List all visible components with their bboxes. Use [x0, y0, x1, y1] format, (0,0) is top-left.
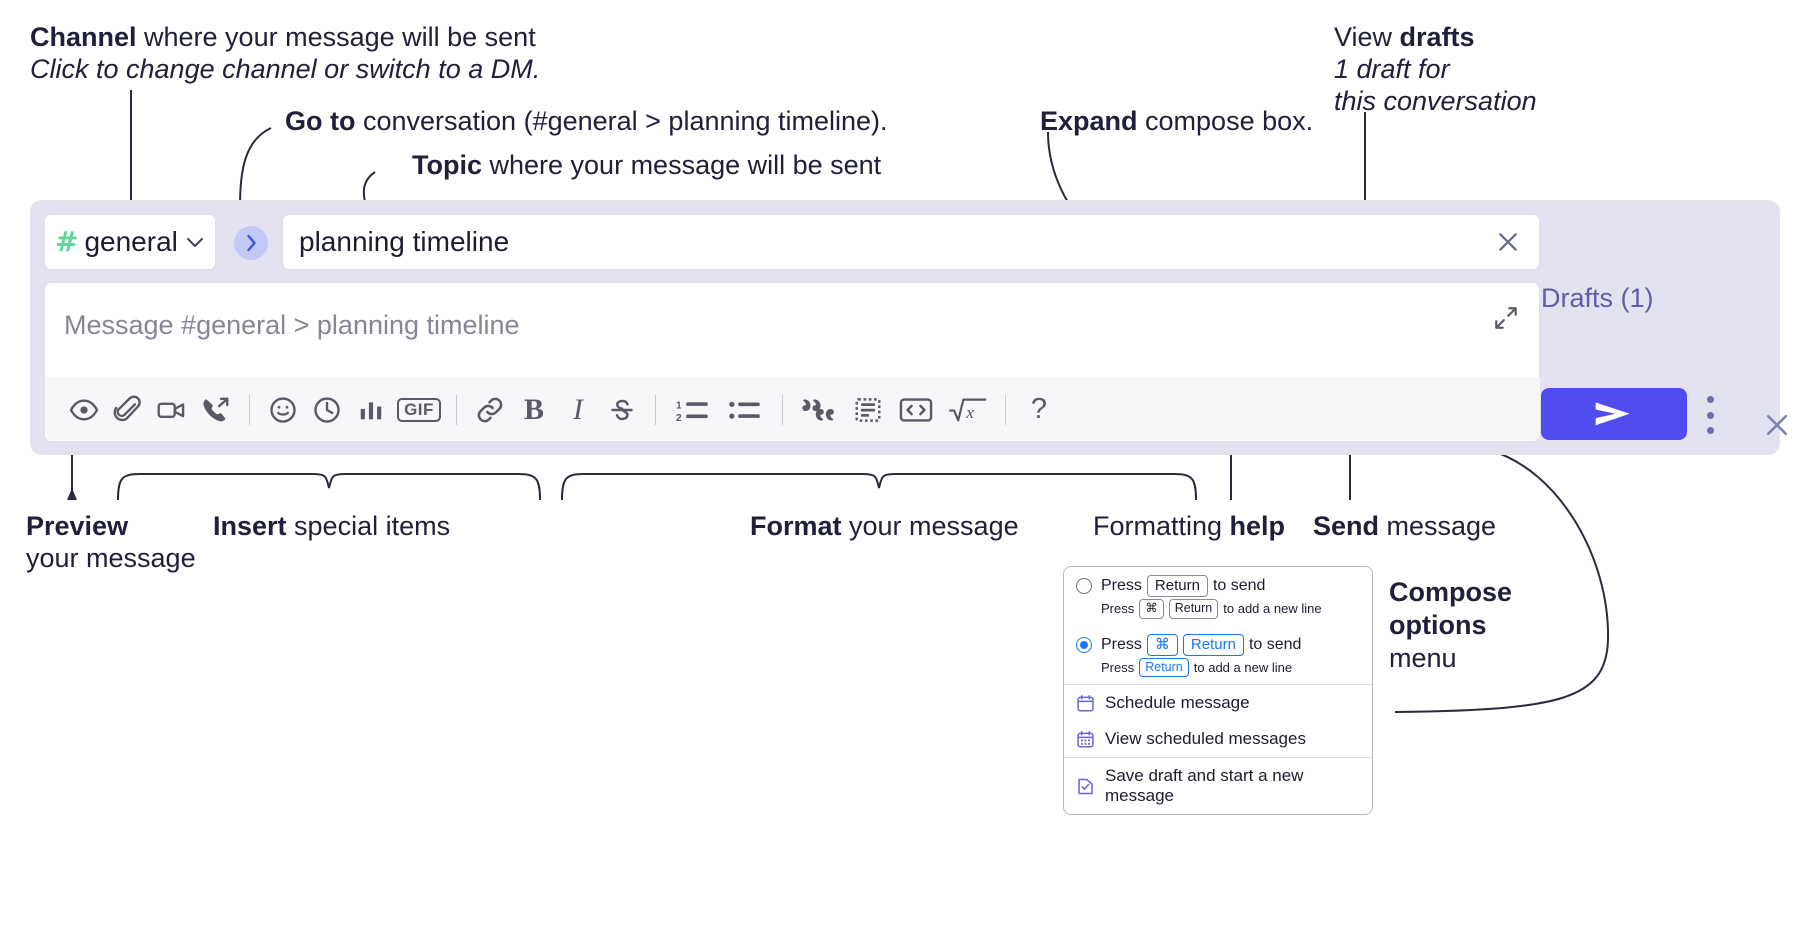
- go-to-conversation-button[interactable]: [234, 226, 268, 260]
- compose-panel: # general planning timeline: [30, 200, 1787, 455]
- svg-text:x: x: [965, 403, 974, 422]
- svg-text:1: 1: [676, 400, 682, 411]
- annotation-channel: Channel where your message will be sent …: [30, 22, 540, 86]
- menu-item-label: Save draft and start a new message: [1105, 766, 1304, 806]
- radio-return-label: Press Return to send: [1101, 575, 1265, 598]
- italic-icon[interactable]: I: [556, 388, 600, 432]
- help-label: ?: [1030, 393, 1048, 425]
- kebab-dot: [1706, 396, 1714, 403]
- toolbar-separator: [456, 394, 457, 425]
- menu-item-label: Schedule message: [1105, 693, 1250, 713]
- topic-value: planning timeline: [299, 226, 510, 257]
- emoji-icon[interactable]: [261, 388, 305, 432]
- key-return: Return: [1146, 575, 1208, 598]
- toolbar-separator: [249, 394, 250, 425]
- blockquote-glyph: [802, 396, 838, 424]
- topic-field[interactable]: planning timeline: [282, 214, 1540, 270]
- menu-divider: [1064, 757, 1372, 759]
- strikethrough-icon[interactable]: [600, 388, 644, 432]
- calendar-grid-icon: [1076, 730, 1095, 749]
- annotation-insert: Insert special items: [213, 511, 451, 541]
- chevron-down-icon: [185, 236, 205, 249]
- toolbar-separator: [782, 394, 783, 425]
- message-placeholder: Message #general > planning timeline: [64, 310, 520, 340]
- help-icon[interactable]: ?: [1017, 388, 1061, 432]
- key-cmd: ⌘: [1146, 633, 1178, 656]
- key-return: Return: [1168, 599, 1219, 619]
- radio-cmd-return-label: Press ⌘ Return to send: [1101, 633, 1301, 656]
- annotation-expand: Expand compose box.: [1040, 106, 1314, 136]
- italic-label: I: [573, 392, 583, 426]
- save-draft-icon: [1076, 777, 1095, 796]
- annotation-formatting-help: Formatting help: [1093, 511, 1286, 541]
- annotation-drafts: View drafts 1 draft for this conversatio…: [1334, 22, 1537, 116]
- annotation-send: Send message: [1313, 511, 1497, 541]
- menu-divider: [1064, 684, 1372, 686]
- key-cmd: ⌘: [1139, 599, 1164, 619]
- bold-label: B: [523, 392, 544, 426]
- clear-topic-icon[interactable]: [1491, 225, 1525, 259]
- annotation-format: Format your message: [750, 511, 1019, 541]
- code-block-icon[interactable]: [846, 388, 890, 432]
- menu-item-label: View scheduled messages: [1105, 729, 1306, 749]
- key-return: Return: [1139, 657, 1189, 678]
- toolbar-separator: [655, 394, 656, 425]
- annotation-channel-line1: Channel where your message will be sent: [30, 22, 536, 52]
- key-return: Return: [1182, 633, 1244, 656]
- ordered-list-icon[interactable]: 1 2: [667, 388, 719, 432]
- expand-icon[interactable]: [1489, 301, 1523, 335]
- annotation-preview: Preview your message: [26, 511, 196, 573]
- close-icon[interactable]: [1760, 408, 1794, 442]
- compose-options-menu: Press Return to send Press ⌘ Return to a…: [1063, 566, 1373, 816]
- radio-cmd-return-sublabel: Press Return to add a new line: [1064, 657, 1372, 684]
- toolbar-separator: [1005, 394, 1006, 425]
- code-icon[interactable]: [890, 388, 942, 432]
- calendar-icon: [1076, 694, 1095, 713]
- bulleted-list-icon[interactable]: [719, 388, 771, 432]
- clock-icon[interactable]: [305, 388, 349, 432]
- radio-button-return[interactable]: [1076, 578, 1092, 595]
- message-input-box[interactable]: Message #general > planning timeline: [44, 282, 1540, 442]
- send-button[interactable]: [1541, 388, 1687, 440]
- menu-item-view-scheduled-messages[interactable]: View scheduled messages: [1064, 721, 1372, 757]
- gif-label: GIF: [397, 397, 441, 422]
- attachment-icon[interactable]: [106, 388, 150, 432]
- send-icon: [1591, 397, 1637, 431]
- preview-icon[interactable]: [62, 388, 106, 432]
- annotation-topic: Topic where your message will be sent: [412, 150, 882, 180]
- radio-button-cmd-return[interactable]: [1076, 636, 1092, 653]
- menu-radio-option-return[interactable]: Press Return to send Press ⌘ Return to a…: [1064, 567, 1372, 626]
- channel-selector[interactable]: # general: [44, 214, 216, 270]
- hash-icon: #: [55, 225, 79, 258]
- drafts-link[interactable]: Drafts (1): [1541, 283, 1654, 313]
- annotation-compose-options: Compose options menu: [1389, 577, 1513, 673]
- audio-clip-icon[interactable]: [194, 388, 238, 432]
- compose-options-button[interactable]: [1700, 392, 1720, 438]
- video-icon[interactable]: [150, 388, 194, 432]
- poll-icon[interactable]: [349, 388, 393, 432]
- channel-name: general: [84, 226, 178, 257]
- svg-text:2: 2: [676, 412, 682, 423]
- menu-item-schedule-message[interactable]: Schedule message: [1064, 685, 1372, 721]
- kebab-dot: [1706, 427, 1714, 434]
- kebab-dot: [1706, 411, 1714, 419]
- menu-radio-option-cmd-return[interactable]: Press ⌘ Return to send Press Return to a…: [1064, 626, 1372, 685]
- annotation-goto: Go to conversation (#general > planning …: [285, 106, 888, 136]
- annotation-channel-line2: Click to change channel or switch to a D…: [30, 53, 541, 84]
- menu-item-save-draft[interactable]: Save draft and start a new message: [1064, 758, 1372, 814]
- link-icon[interactable]: [468, 388, 512, 432]
- latex-icon[interactable]: x: [942, 388, 994, 432]
- formatting-toolbar: GIF B I: [46, 378, 1540, 440]
- radio-return-sublabel: Press ⌘ Return to add a new line: [1064, 599, 1372, 625]
- gif-icon[interactable]: GIF: [393, 388, 445, 432]
- blockquote-icon[interactable]: [794, 388, 846, 432]
- bold-icon[interactable]: B: [512, 388, 556, 432]
